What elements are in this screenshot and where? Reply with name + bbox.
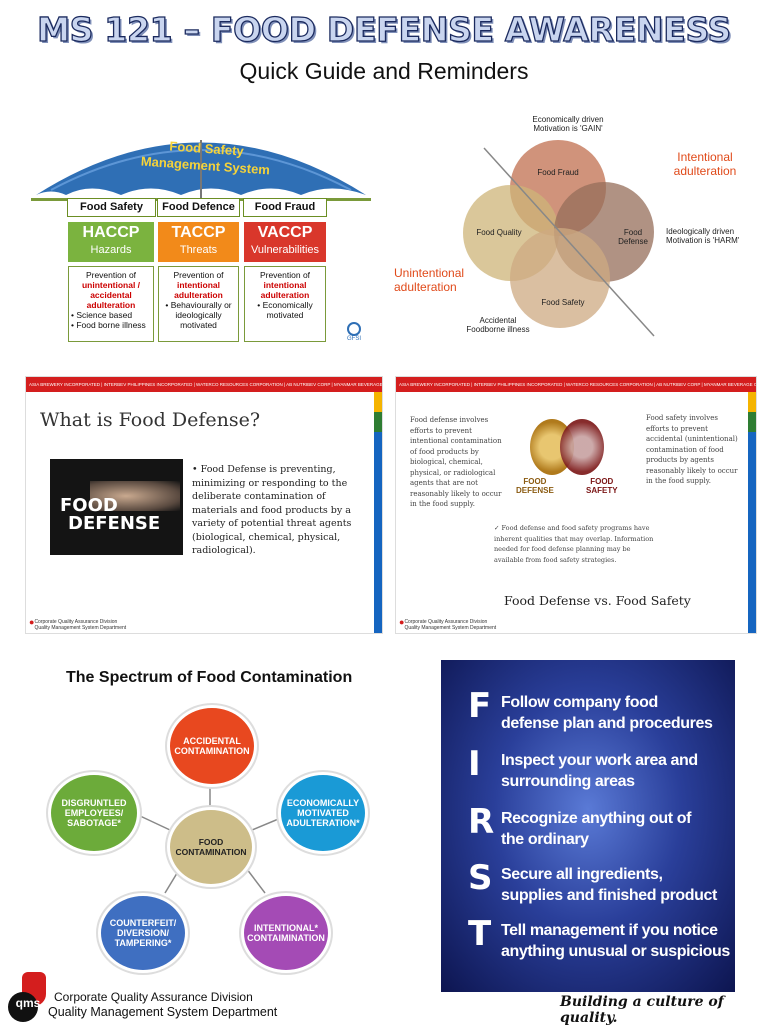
letter-f: F	[468, 686, 492, 726]
gfsi-logo: GFSI	[347, 322, 361, 342]
circle-food-safety	[510, 228, 610, 328]
slide2-left-text: Food defense involves efforts to prevent…	[410, 416, 502, 508]
first-item-s: Secure all ingredients,supplies and fini…	[501, 866, 717, 904]
slide1-heading: What is Food Defense?	[40, 409, 261, 431]
slide2-color-bars	[748, 392, 756, 633]
qms-logo: qms	[6, 972, 52, 1022]
letter-s: S	[468, 858, 493, 898]
letter-t: T	[468, 914, 492, 954]
slide2-company-strip: ASIA BREWERY INCORPORATED | INTERBEV PHI…	[396, 377, 756, 392]
header-food-safety: Food Safety	[67, 198, 156, 217]
label-food-safety: Food Safety	[541, 298, 585, 307]
footer-division: Corporate Quality Assurance Division	[54, 990, 253, 1004]
slide-what-is-food-defense: ASIA BREWERY INCORPORATED | INTERBEV PHI…	[25, 376, 383, 634]
slide1-bullet: • Food Defense is preventing, minimizing…	[192, 464, 352, 556]
footer-department: Quality Management System Department	[48, 1005, 278, 1019]
header-food-fraud: Food Fraud	[243, 198, 327, 217]
slide2-title: Food Defense vs. Food Safety	[504, 593, 691, 608]
node-counterfeit: COUNTERFEIT/DIVERSION/TAMPERING*	[98, 893, 188, 973]
letter-r: R	[468, 802, 495, 842]
header-food-defence: Food Defence	[157, 198, 240, 217]
umbrella-canopy	[36, 140, 366, 198]
slide2-check-text: ✓ Food defense and food safety programs …	[494, 524, 654, 564]
node-intentional-contamination: INTENTIONAL*CONTAIMINATION	[241, 893, 331, 973]
footer-tagline: Building a culture of quality.	[560, 994, 724, 1026]
label-food-fraud: Food Fraud	[537, 168, 579, 177]
label-food-quality: Food Quality	[476, 228, 522, 237]
slide1-company-strip: ASIA BREWERY INCORPORATED | INTERBEV PHI…	[26, 377, 382, 392]
slide1-color-bars	[374, 392, 382, 633]
circle-safety-graphic	[560, 419, 604, 475]
spectrum-title: The Spectrum of Food Contamination	[66, 669, 353, 686]
page-title: MS 121 – FOOD DEFENSE AWARENESS	[36, 9, 731, 49]
slide-defense-vs-safety: ASIA BREWERY INCORPORATED | INTERBEV PHI…	[395, 376, 757, 634]
slide2-right-text: Food safety involves efforts to prevent …	[646, 414, 738, 485]
letter-i: I	[468, 744, 481, 784]
label-food-defense: Food Defense	[618, 228, 648, 246]
page-subtitle: Quick Guide and Reminders	[239, 58, 529, 84]
umbrella-panel: Food Safety Management System Food Safet…	[31, 110, 371, 345]
